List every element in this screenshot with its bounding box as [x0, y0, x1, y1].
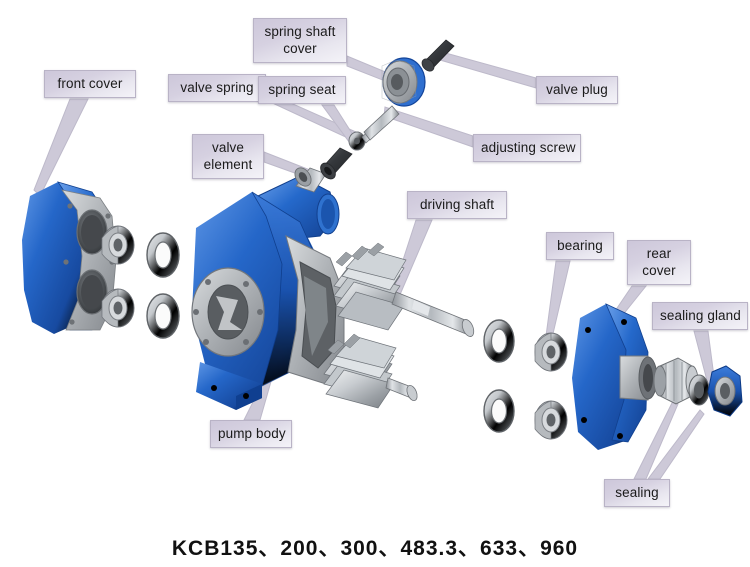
- part-driven-gear: [323, 333, 418, 409]
- label-spring-seat[interactable]: spring seat: [258, 76, 346, 104]
- part-seal-front-top: [146, 232, 180, 278]
- part-sealing-gland: [707, 365, 743, 417]
- label-adjusting-screw[interactable]: adjusting screw: [473, 134, 581, 162]
- label-valve-spring[interactable]: valve spring: [168, 74, 266, 102]
- part-bearing-front-bottom: [101, 288, 135, 328]
- label-valve-plug[interactable]: valve plug: [536, 76, 618, 104]
- leader-bearing: [545, 260, 571, 339]
- label-bearing[interactable]: bearing: [546, 232, 614, 260]
- part-seal-rear-top: [483, 319, 515, 363]
- label-line-1: valve: [211, 140, 244, 155]
- label-sealing[interactable]: sealing: [604, 479, 670, 507]
- label-line-2: cover: [283, 41, 317, 56]
- model-caption: KCB135、200、300、483.3、633、960: [171, 537, 579, 560]
- label-line-1: spring shaft: [264, 24, 336, 39]
- label-sealing-gland[interactable]: sealing gland: [652, 302, 748, 330]
- leader-valve-plug: [439, 51, 537, 89]
- part-driving-shaft: [333, 242, 475, 337]
- part-valve-plug: [421, 39, 455, 72]
- part-valve-spring: [320, 147, 353, 180]
- label-line-2: cover: [642, 263, 676, 278]
- label-line-1: rear: [646, 246, 672, 261]
- label-spring-shaft-cover[interactable]: spring shaft cover: [253, 18, 347, 63]
- part-bearing-front-top: [101, 225, 135, 265]
- part-seal-front-bottom: [146, 293, 180, 339]
- part-adjusting-screw: [363, 105, 400, 141]
- label-pump-body[interactable]: pump body: [210, 420, 292, 448]
- label-valve-element[interactable]: valve element: [192, 134, 264, 179]
- part-valve-element: [294, 167, 327, 193]
- label-front-cover[interactable]: front cover: [44, 70, 136, 98]
- label-rear-cover[interactable]: rear cover: [627, 240, 691, 285]
- label-line-2: element: [203, 157, 253, 172]
- part-spring-shaft-cover: [381, 57, 426, 107]
- leader-front-cover: [33, 98, 89, 197]
- part-pump-body: [191, 175, 345, 410]
- part-seal-rear-bottom: [483, 389, 515, 433]
- part-bearing-rear-top: [534, 332, 568, 372]
- label-driving-shaft[interactable]: driving shaft: [407, 191, 507, 219]
- part-bearing-rear-bottom: [534, 400, 568, 440]
- part-front-cover: [22, 181, 117, 334]
- part-sealing-b: [688, 374, 710, 406]
- part-rear-cover: [572, 303, 658, 450]
